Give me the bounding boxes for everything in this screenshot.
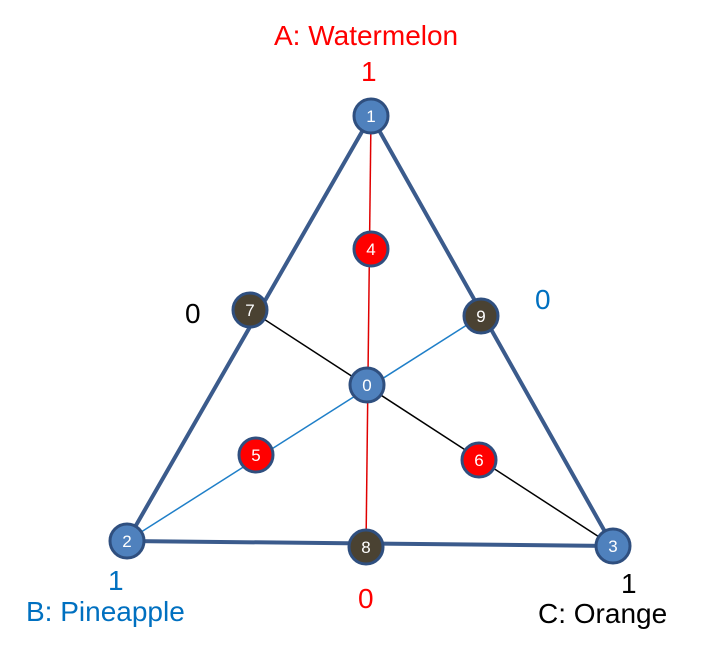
scale-c-right: 1 [621, 568, 637, 599]
median-line-c [249, 309, 614, 547]
scale-b-right: 0 [535, 284, 551, 315]
svg-text:1: 1 [366, 107, 375, 126]
median-line-a [365, 115, 372, 548]
node-4: 4 [352, 230, 390, 268]
svg-text:7: 7 [245, 301, 254, 320]
node-8: 8 [347, 528, 385, 566]
label-b-pineapple: B: Pineapple [26, 596, 185, 627]
svg-text:2: 2 [122, 532, 131, 551]
svg-text:9: 9 [476, 307, 485, 326]
node-3: 3 [594, 527, 632, 565]
svg-text:6: 6 [474, 451, 483, 470]
svg-text:5: 5 [251, 446, 260, 465]
svg-text:3: 3 [608, 537, 617, 556]
label-a-watermelon: A: Watermelon [274, 20, 459, 51]
svg-text:8: 8 [361, 538, 370, 557]
scale-a-bottom: 0 [358, 583, 374, 614]
scale-a-top: 1 [361, 56, 377, 87]
node-6: 6 [460, 441, 498, 479]
label-c-orange: C: Orange [538, 598, 668, 629]
node-9: 9 [462, 297, 500, 335]
scale-b-left: 1 [108, 565, 124, 596]
scale-c-left: 0 [185, 298, 201, 329]
node-1: 1 [352, 97, 390, 135]
svg-text:4: 4 [366, 240, 375, 259]
node-7: 7 [231, 291, 269, 329]
node-2: 2 [108, 522, 146, 560]
node-5: 5 [237, 436, 275, 474]
node-0: 0 [348, 366, 386, 404]
svg-text:0: 0 [362, 376, 371, 395]
median-line-b [126, 315, 482, 542]
